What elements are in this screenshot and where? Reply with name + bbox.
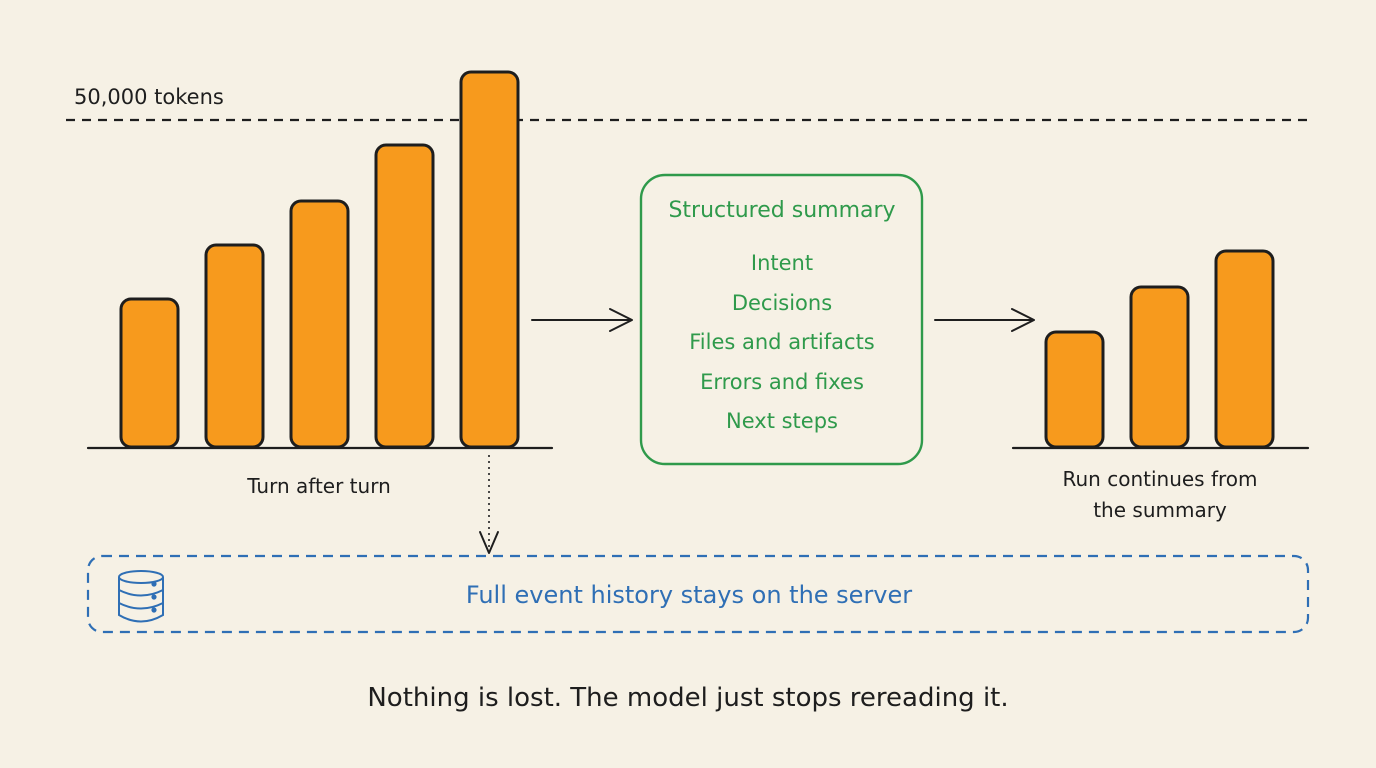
summary-item-files: Files and artifacts [689,330,875,354]
right-caption-line-1: Run continues from [1063,467,1258,491]
database-icon [118,570,164,623]
context-bar-2 [204,243,265,449]
arrow-right-icon [934,308,1035,332]
summary-item-errors: Errors and fixes [700,370,864,394]
right-caption-line-2: the summary [1093,498,1227,522]
compacted-bar-1 [1044,330,1105,449]
history-label: Full event history stays on the server [466,581,912,609]
context-bar-5 [459,70,520,449]
footer-caption: Nothing is lost. The model just stops re… [367,683,1008,713]
compacted-bar-2 [1129,285,1190,449]
summary-title: Structured summary [668,198,895,223]
summary-item-intent: Intent [751,251,813,275]
growing-context-bars [119,70,520,449]
compacted-bar-3 [1214,249,1275,449]
context-bar-1 [119,297,180,449]
event-history-box: Full event history stays on the server [86,554,1310,634]
structured-summary-box: Structured summary Intent Decisions File… [639,173,924,466]
arrow-right-icon [531,308,633,332]
context-bar-3 [289,199,350,449]
summary-item-next-steps: Next steps [726,409,838,433]
compacted-context-bars [1044,249,1275,449]
arrow-down-icon [479,455,499,554]
summary-item-decisions: Decisions [732,291,832,315]
context-bar-4 [374,143,435,449]
left-caption: Turn after turn [246,474,391,498]
threshold-label: 50,000 tokens [74,85,224,109]
